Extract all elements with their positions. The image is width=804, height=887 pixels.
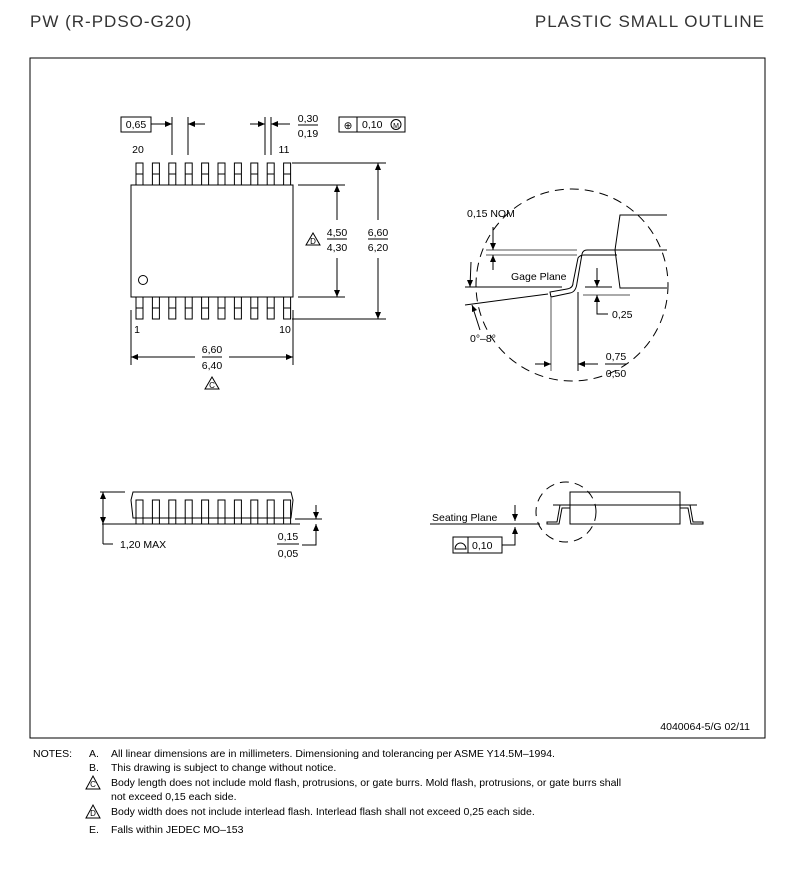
- profile-surface-icon: [454, 542, 467, 550]
- note-c-triangle-icon: [85, 774, 101, 790]
- note-a: All linear dimensions are in millimeters…: [111, 748, 555, 760]
- note-e: Falls within JEDEC MO–153: [111, 824, 244, 836]
- package-code: PW (R-PDSO-G20): [30, 12, 192, 31]
- side-lead: [250, 499, 259, 525]
- note-c-triangle-icon: [204, 376, 220, 390]
- svg-text:D: D: [310, 237, 316, 246]
- foot-length-max: 0,75: [606, 351, 627, 363]
- lead-width-max: 0,30: [298, 113, 319, 125]
- detail-callout-circle: [535, 481, 597, 543]
- note-c-cont: not exceed 0,15 each side.: [111, 791, 237, 803]
- side-lead: [266, 499, 275, 525]
- pin-label: 1: [134, 324, 140, 336]
- lead-width-min: 0,19: [298, 128, 319, 140]
- top-view: 20 11 1 10 0,65 0,30 0,19 ⊕ 0,10 M D 4,5…: [120, 113, 406, 390]
- gull-wing-lead-left: [546, 504, 570, 525]
- side-lead: [217, 499, 226, 525]
- package-type: PLASTIC SMALL OUTLINE: [535, 12, 765, 31]
- drawing-number: 4040064-5/G 02/11: [660, 721, 750, 733]
- pin-label: 11: [279, 144, 290, 156]
- gage-plane-label: Gage Plane: [511, 271, 567, 283]
- seating-plane-label: Seating Plane: [432, 512, 498, 524]
- detail-view: 0,15 NOM Gage Plane 0°–8° 0,25 0,75 0,50: [464, 188, 669, 382]
- drawing-frame: [29, 57, 766, 739]
- notes: NOTES: A. All linear dimensions are in m…: [33, 748, 621, 836]
- detail-body: [614, 214, 667, 289]
- package-body: [130, 184, 294, 298]
- lead-thickness: 0,15 NOM: [467, 208, 515, 220]
- detail-lead: [549, 249, 667, 298]
- pin-label: 10: [279, 324, 291, 336]
- body-length-max: 6,60: [202, 344, 223, 356]
- foot-length-min: 0,50: [606, 368, 627, 380]
- svg-text:A.: A.: [89, 748, 99, 760]
- svg-text:C: C: [209, 381, 215, 390]
- side-lead: [233, 499, 242, 525]
- notes-title: NOTES:: [33, 748, 72, 760]
- side-body-right: [569, 491, 681, 525]
- body-length-min: 6,40: [202, 360, 223, 372]
- body-width-max: 4,50: [327, 227, 348, 239]
- svg-text:C: C: [90, 780, 96, 789]
- gull-wing-lead-right: [680, 504, 704, 525]
- side-lead: [201, 499, 210, 525]
- overall-width-min: 6,20: [368, 242, 389, 254]
- svg-text:B.: B.: [89, 762, 99, 774]
- side-lead: [151, 499, 160, 525]
- detail-circle: [475, 188, 669, 382]
- mmc-icon: [390, 119, 402, 130]
- height-max: 1,20 MAX: [120, 539, 166, 551]
- side-view: 1,20 MAX 0,15 0,05 Seating Plane 0,10: [100, 481, 704, 560]
- side-lead: [135, 499, 144, 525]
- angle-label: 0°–8°: [470, 333, 496, 345]
- gage-height: 0,25: [612, 309, 633, 321]
- body-width-min: 4,30: [327, 242, 348, 254]
- flatness-frame: [452, 536, 503, 554]
- side-lead: [184, 499, 193, 525]
- note-c: Body length does not include mold flash,…: [111, 777, 621, 789]
- svg-text:E.: E.: [89, 824, 99, 836]
- overall-width-max: 6,60: [368, 227, 389, 239]
- flatness-value: 0,10: [472, 540, 493, 552]
- note-d-triangle-icon: [85, 803, 101, 819]
- position-icon: ⊕: [344, 120, 353, 132]
- standoff-max: 0,15: [278, 531, 299, 543]
- pin1-marker: [138, 275, 148, 285]
- position-tolerance-frame: [338, 116, 406, 133]
- standoff-min: 0,05: [278, 548, 299, 560]
- side-leads: [135, 499, 292, 525]
- svg-text:M: M: [393, 123, 399, 130]
- side-lead: [168, 499, 177, 525]
- position-tolerance-value: 0,10: [362, 119, 383, 131]
- svg-text:D: D: [90, 809, 96, 818]
- side-lead: [283, 499, 292, 525]
- note-b: This drawing is subject to change withou…: [111, 762, 336, 774]
- side-body: [130, 491, 294, 519]
- pitch-value: 0,65: [126, 119, 147, 131]
- note-d-triangle-icon: [305, 232, 321, 246]
- note-d: Body width does not include interlead fl…: [111, 806, 535, 818]
- leads: [135, 162, 292, 320]
- pin-label: 20: [132, 144, 144, 156]
